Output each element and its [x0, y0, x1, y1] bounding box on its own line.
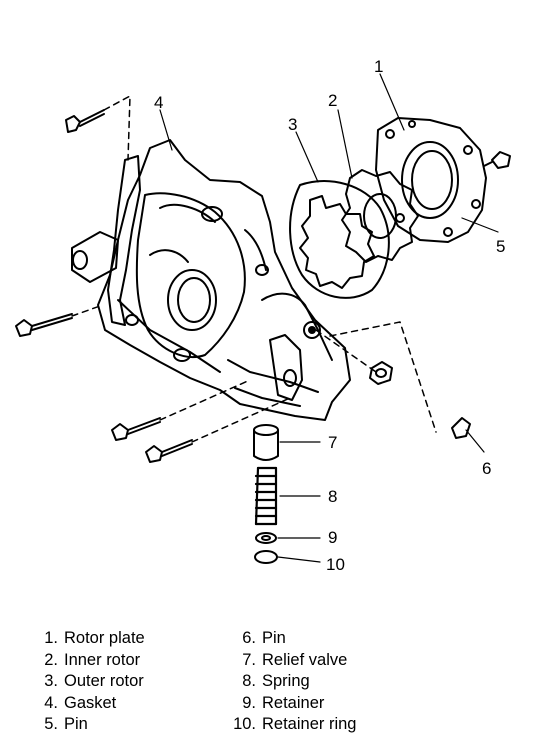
legend-number: 6.: [242, 629, 256, 647]
side-mount-block: [71, 231, 119, 283]
alignment-lines: [71, 95, 437, 443]
legend-label: Rotor plate: [64, 629, 145, 647]
outer-rotor: [289, 180, 390, 299]
legend-item: 6. Pin: [228, 628, 356, 650]
legend-number: 10.: [233, 715, 256, 733]
pump-housing: [97, 139, 351, 421]
legend-label: Pin: [64, 715, 88, 733]
callout-1: 1: [374, 57, 383, 76]
legend-number: 9.: [242, 693, 256, 712]
legend-label: Spring: [262, 672, 310, 690]
callout-5: 5: [496, 237, 505, 256]
screw-rotor-plate: [483, 151, 511, 169]
legend-item: 5. Pin: [30, 714, 145, 736]
legend-column-left: 1. Rotor plate 2. Inner rotor 3. Outer roto…: [30, 628, 145, 736]
legend-item: 4. Gasket: [30, 693, 145, 715]
callout-10: 10: [326, 555, 345, 574]
retainer-ring: [254, 550, 278, 564]
legend-label: Retainer: [262, 693, 325, 712]
legend-column-right: 6. Pin 7. Relief valve 8. Spring 9. Retainer…: [228, 628, 356, 736]
bolt-lower-left: [111, 417, 161, 441]
legend-item: 8. Spring: [228, 671, 356, 693]
callout-8: 8: [328, 487, 337, 506]
crankshaft-seal: [167, 269, 217, 331]
legend-item: 7. Relief valve: [228, 650, 356, 672]
legend-item: 2. Inner rotor: [30, 650, 145, 672]
legend-item: 9. Retainer: [228, 693, 356, 715]
legend-label: Relief valve: [262, 650, 348, 669]
bolt-lower: [145, 439, 193, 463]
legend-number: 3.: [44, 672, 58, 690]
relief-valve: [253, 424, 279, 461]
callout-7: 7: [328, 433, 337, 452]
housing-bosses: [125, 206, 321, 362]
legend-number: 4.: [44, 693, 58, 712]
spring: [254, 466, 278, 526]
bolt-middle-left: [15, 313, 73, 337]
retainer: [255, 532, 277, 544]
legend-label: Outer rotor: [64, 672, 144, 690]
callout-2: 2: [328, 91, 337, 110]
nut: [369, 361, 393, 385]
legend-item: 10. Retainer ring: [228, 714, 356, 736]
legend-item: 3. Outer rotor: [30, 671, 145, 693]
callout-9: 9: [328, 528, 337, 547]
legend-number: 2.: [44, 650, 58, 669]
legend-label: Gasket: [64, 693, 117, 712]
pin-6: [451, 417, 471, 439]
leader-lines: [159, 73, 499, 563]
bolt-upper-left: [65, 109, 105, 133]
oil-pump-exploded-diagram: 1 2 3 4 5 6 7 8 9 10: [15, 57, 511, 574]
relief-valve-bore: [269, 334, 303, 401]
callout-6: 6: [482, 459, 491, 478]
callout-4: 4: [154, 93, 163, 112]
legend-label: Inner rotor: [64, 650, 141, 669]
legend-label: Pin: [262, 629, 286, 647]
legend-item: 1. Rotor plate: [30, 628, 145, 650]
rotor-plate: [375, 117, 487, 243]
callout-3: 3: [288, 115, 297, 134]
legend-number: 5.: [44, 715, 58, 733]
legend-number: 7.: [242, 650, 256, 669]
legend-label: Retainer ring: [262, 715, 357, 733]
legend-number: 1.: [44, 629, 58, 647]
legend-number: 8.: [242, 672, 256, 690]
